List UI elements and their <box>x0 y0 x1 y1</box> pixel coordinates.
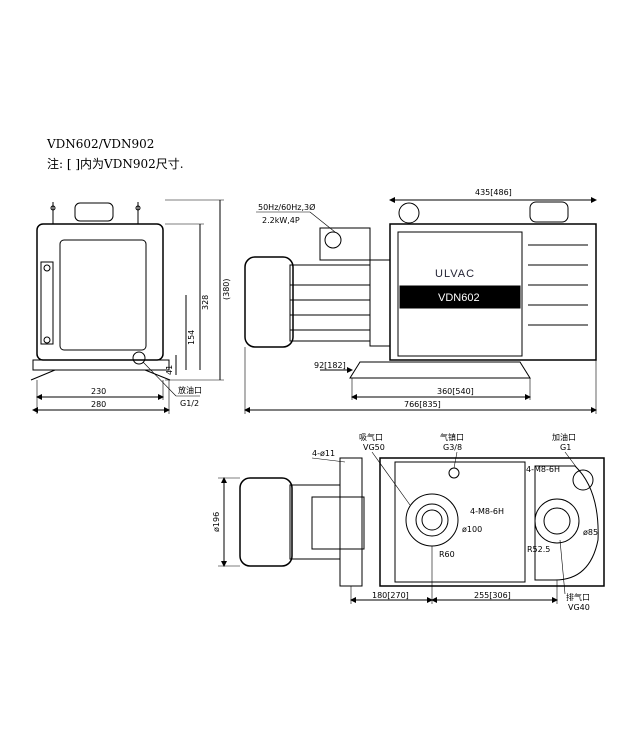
fill-spec: G1 <box>560 443 571 452</box>
brand-logo: ULVAC <box>435 268 475 280</box>
motor-freq-label: 50Hz/60Hz,3Ø <box>258 202 315 212</box>
terminal-box <box>319 227 371 261</box>
drawing-note: 注: [ ]内为VDN902尺寸. <box>47 157 184 171</box>
front-inner-panel <box>59 239 147 351</box>
dim-435: 435[486] <box>475 188 512 197</box>
top-motor-body <box>289 484 341 560</box>
phi85-label: ø85 <box>583 528 598 537</box>
ballast-label: 气镇口 <box>440 432 464 442</box>
dim-92: 92[182] <box>314 361 346 370</box>
intake-port-icon <box>405 493 459 547</box>
gas-ballast-icon <box>448 467 460 479</box>
holes-4-11-label: 4-ø11 <box>312 449 335 458</box>
motor-power-label: 2.2kW,4P <box>262 216 300 225</box>
ballast-spec: G3/8 <box>443 443 462 452</box>
side-cap <box>529 201 569 223</box>
r60-label: R60 <box>439 550 455 559</box>
intake-label: 吸气口 <box>359 432 383 442</box>
pump-front-panel <box>397 231 523 357</box>
drain-plug-icon <box>132 351 146 365</box>
fill-label: 加油口 <box>552 432 576 442</box>
dim-360: 360[540] <box>437 387 474 396</box>
exhaust-housing <box>534 465 599 581</box>
drawing-title: VDN602/VDN902 <box>47 137 155 151</box>
motor-fan-cover <box>244 256 294 348</box>
dim-328: 328 <box>201 295 210 310</box>
motor-flange <box>369 259 391 347</box>
nameplate <box>399 285 521 309</box>
dim-766: 766[835] <box>404 400 441 409</box>
phi196-label: ø196 <box>212 512 221 532</box>
dim-41: 41 <box>165 365 174 375</box>
top-terminal-box <box>311 496 365 550</box>
top-motor-fan <box>239 477 293 567</box>
exhaust-spec: VG40 <box>568 603 590 612</box>
front-view <box>30 199 224 414</box>
drain-port-spec: G1/2 <box>180 399 199 408</box>
exhaust-port-icon <box>534 498 580 544</box>
dim-280: 280 <box>91 400 106 409</box>
top-pump-block <box>394 461 526 583</box>
oil-fill-icon <box>572 469 594 491</box>
top-view <box>218 451 605 604</box>
pump-body <box>389 223 597 361</box>
dim-380: (380) <box>222 278 231 300</box>
cable-gland-icon <box>324 231 342 249</box>
dim-230: 230 <box>91 387 106 396</box>
phi100-label: ø100 <box>462 525 482 534</box>
m8-upper-label: 4-M8-6H <box>526 465 560 474</box>
intake-spec: VG50 <box>363 443 385 452</box>
oil-sight-glass <box>40 261 54 345</box>
front-cap <box>74 202 114 222</box>
top-motor-flange <box>339 457 363 587</box>
front-base <box>32 359 170 371</box>
lifting-eye-icon <box>398 202 420 224</box>
drain-port-label: 放油口 <box>178 385 202 395</box>
side-view <box>244 197 597 414</box>
side-base <box>349 361 531 379</box>
exhaust-label: 排气口 <box>566 592 590 602</box>
front-body <box>36 223 164 361</box>
top-pump-body <box>379 457 605 587</box>
r525-label: R52.5 <box>527 545 550 554</box>
dim-154: 154 <box>187 330 196 345</box>
dim-180: 180[270] <box>372 591 409 600</box>
model-label: VDN602 <box>438 292 480 304</box>
dim-255: 255[306] <box>474 591 511 600</box>
m8-lower-label: 4-M8-6H <box>470 507 504 516</box>
